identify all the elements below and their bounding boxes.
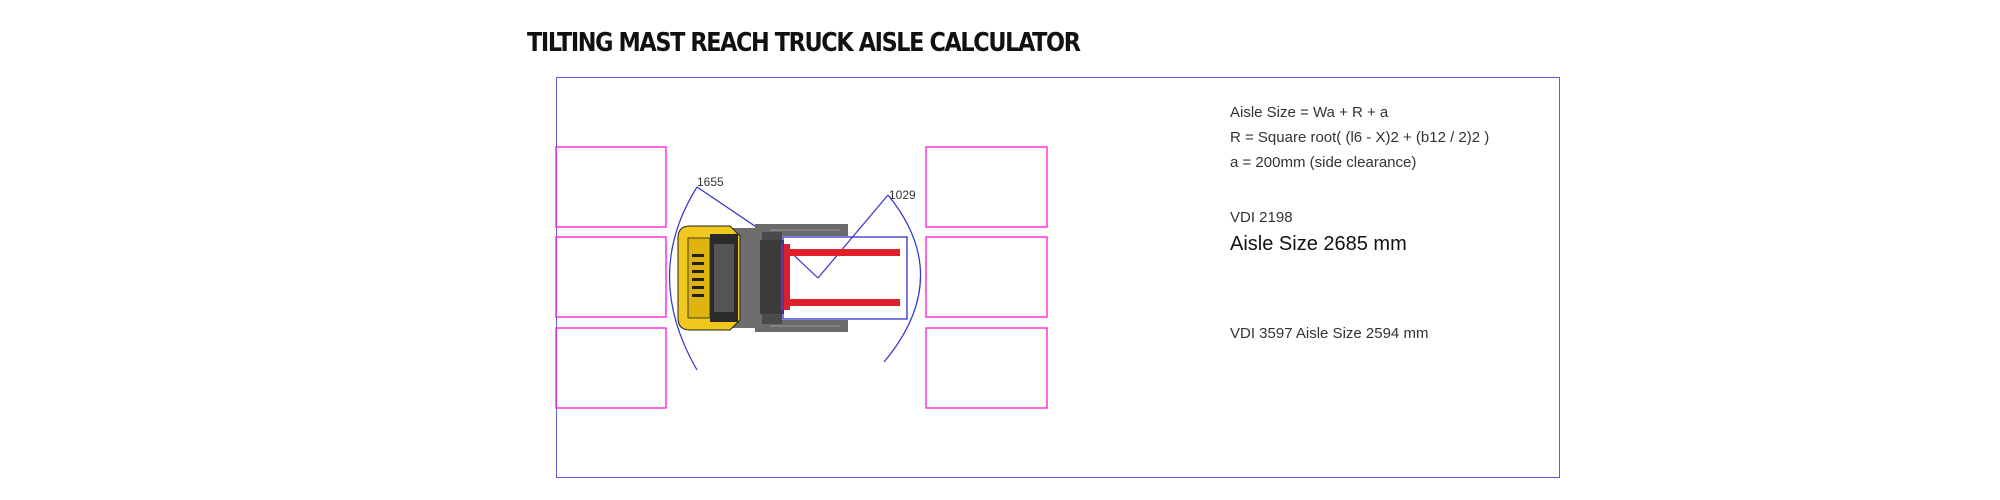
mast [781,244,790,310]
left-racks [555,146,667,409]
vdi-2198-label: VDI 2198 [1230,209,1293,226]
rack-right-bottom [925,327,1048,409]
right-turning-arc [883,194,922,363]
rack-left-bottom [555,327,667,409]
left-turning-arc [669,186,698,371]
radius-right-label: 1029 [889,188,916,202]
rack-left-top [555,146,667,228]
radius-left-label: 1655 [697,175,724,189]
reach-truck-top-view [677,224,908,332]
fork-lower [790,299,900,306]
fork-upper [790,249,900,256]
vdi-2198-aisle-size: Aisle Size 2685 mm [1230,233,1407,255]
right-racks [925,146,1048,409]
rack-left-middle [555,236,667,318]
rack-right-middle [925,236,1048,318]
formula-radius: R = Square root( (l6 - X)2 + (b12 / 2)2 … [1230,129,1490,146]
rack-right-top [925,146,1048,228]
vdi-3597-aisle-size: VDI 3597 Aisle Size 2594 mm [1230,325,1429,342]
formula-aisle-size: Aisle Size = Wa + R + a [1230,104,1389,121]
page-title: Tilting Mast Reach Truck Aisle Calculato… [527,28,1081,58]
formula-clearance: a = 200mm (side clearance) [1230,154,1417,171]
load-outline [782,236,908,320]
